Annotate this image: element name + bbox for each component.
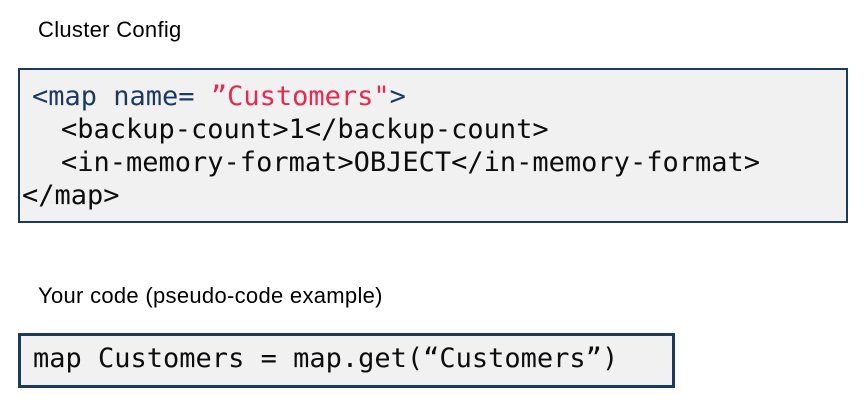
code-line: <in-memory-format>OBJECT</in-memory-form…: [20, 146, 846, 179]
code-line: <backup-count>1</backup-count>: [20, 113, 846, 146]
code-segment: <backup-count>1</backup-count>: [61, 114, 549, 145]
code-segment: >: [389, 81, 406, 112]
code-segment: ”Customers": [210, 81, 390, 112]
code-line: <map name= ”Customers">: [20, 80, 846, 113]
code-segment: map Customers = map.get(“Customers”): [33, 343, 619, 374]
your-code-title: Your code (pseudo-code example): [38, 283, 383, 308]
code-segment: <map name=: [32, 81, 211, 112]
cluster-config-title: Cluster Config: [38, 17, 182, 42]
code-line: map Customers = map.get(“Customers”): [33, 342, 672, 375]
pseudo-code-block: map Customers = map.get(“Customers”): [18, 333, 675, 388]
cluster-config-code-block: <map name= ”Customers"><backup-count>1</…: [18, 68, 848, 223]
code-segment: </map>: [22, 180, 120, 211]
code-line: </map>: [20, 179, 846, 212]
code-segment: <in-memory-format>OBJECT</in-memory-form…: [61, 147, 760, 178]
